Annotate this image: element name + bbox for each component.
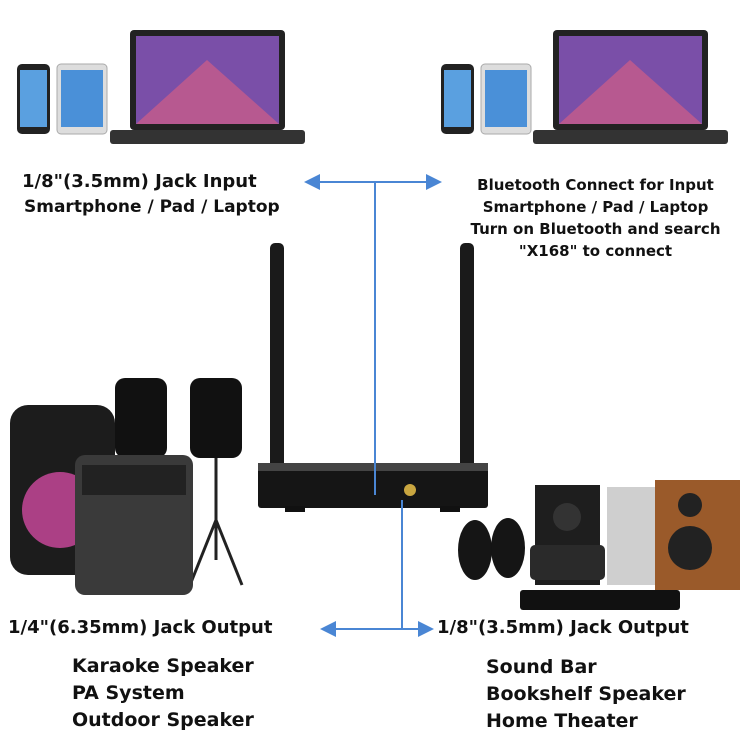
bluetooth-line: Bluetooth Connect for Input	[477, 176, 714, 194]
list-item: Bookshelf Speaker	[486, 683, 686, 705]
eighth-inch-output-list: Sound Bar Bookshelf Speaker Home Theater	[486, 654, 686, 735]
laptop-left	[110, 30, 305, 144]
tablet-right	[480, 63, 532, 135]
tablet-left	[56, 63, 108, 135]
bluetooth-line: Turn on Bluetooth and search	[470, 220, 721, 238]
quarter-inch-output-list: Karaoke Speaker PA System Outdoor Speake…	[72, 653, 254, 734]
bluetooth-input-text: Bluetooth Connect for Input Smartphone /…	[448, 174, 743, 262]
karaoke-speakers	[10, 378, 244, 595]
bluetooth-line: "X168" to connect	[518, 242, 673, 260]
bluetooth-line: Smartphone / Pad / Laptop	[482, 198, 709, 216]
list-item: Home Theater	[486, 710, 638, 732]
smartphone-left	[17, 64, 50, 134]
connection-arrows	[304, 174, 442, 637]
list-item: Outdoor Speaker	[72, 709, 254, 731]
list-item: PA System	[72, 682, 185, 704]
quarter-inch-output-title: 1/4"(6.35mm) Jack Output	[8, 617, 273, 638]
jack-input-subtitle: Smartphone / Pad / Laptop	[24, 197, 280, 217]
laptop-right	[533, 30, 728, 144]
eighth-inch-output-title: 1/8"(3.5mm) Jack Output	[437, 617, 689, 638]
jack-input-title: 1/8"(3.5mm) Jack Input	[22, 171, 257, 192]
home-audio-speakers	[458, 480, 740, 610]
list-item: Karaoke Speaker	[72, 655, 254, 677]
wireless-receiver	[258, 243, 488, 512]
smartphone-right	[441, 64, 474, 134]
list-item: Sound Bar	[486, 656, 597, 678]
